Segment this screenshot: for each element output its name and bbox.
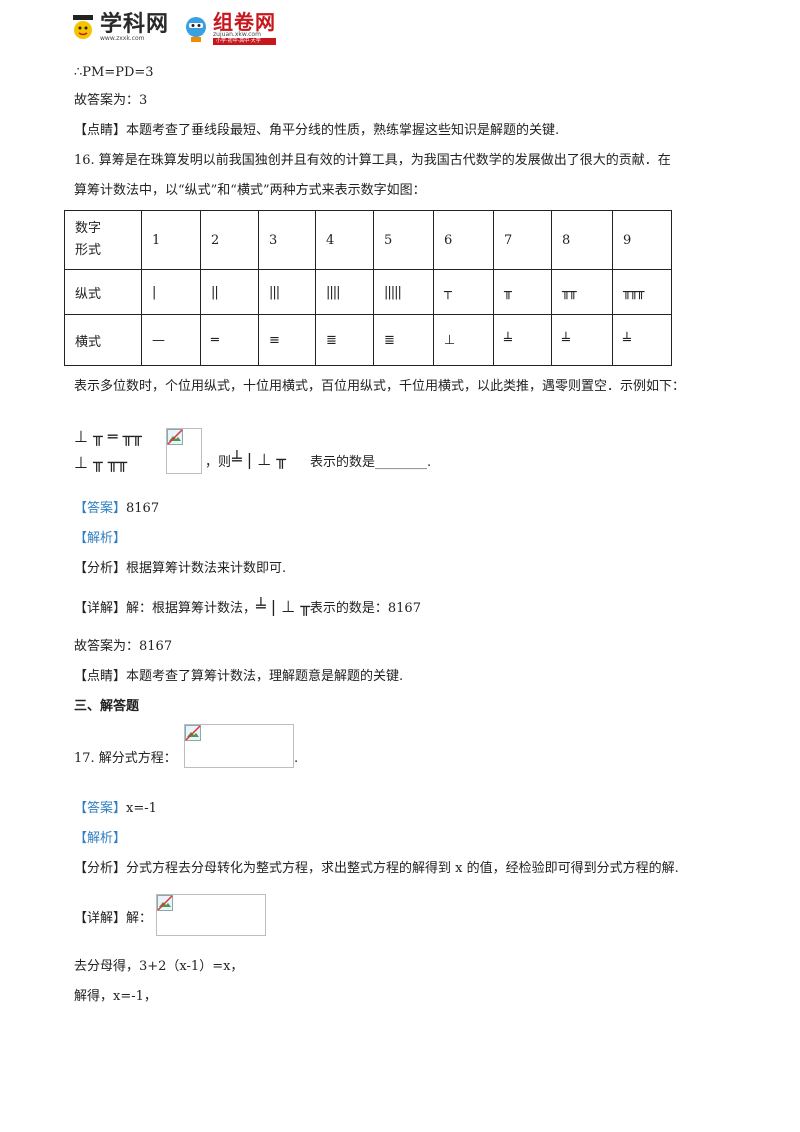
dianjing-text: 本题考查了算筹计数法，理解题意是解题的关键. xyxy=(126,669,404,684)
hengshi-cell: ╧ xyxy=(493,314,552,366)
answer-value: 8167 xyxy=(126,501,160,516)
table-header-cell: 3 xyxy=(258,210,316,270)
answer-15: 故答案为：3 xyxy=(74,93,148,108)
dianjing-15: 【点睛】本题考查了垂线段最短、角平分线的性质，熟练掌握这些知识是解题的关键. xyxy=(74,122,559,140)
xiangjie-text: 解：根据算筹计数法， xyxy=(126,601,257,616)
table-header-cell: 4 xyxy=(315,210,374,270)
xiangjie-16: 【详解】解：根据算筹计数法，╧ | ⊥ ╥表示的数是：8167 xyxy=(74,598,421,618)
hengshi-cell: ≣ xyxy=(315,314,374,366)
table-header-cell: 9 xyxy=(612,210,672,270)
zongshi-cell: ||| xyxy=(258,269,316,315)
hengshi-cell: ╧ xyxy=(551,314,613,366)
fenxi-text: 分式方程去分母转化为整式方程，求出整式方程的解得到 x 的值，经检验即可得到分式… xyxy=(126,861,679,876)
xiangjie-rods: ╧ | ⊥ ╥ xyxy=(256,597,310,616)
q16-example-top: ⊥ ╥ ═ ╥╥ xyxy=(74,427,142,446)
q16-text-1: 16. 算筹是在珠算发明以前我国独创并且有效的计算工具，为我国古代数学的发展做出… xyxy=(74,153,671,168)
zongshi-cell: ||||| xyxy=(373,269,434,315)
dianjing-16: 【点睛】本题考查了算筹计数法，理解题意是解题的关键. xyxy=(74,668,403,686)
zongshi-cell: |||| xyxy=(315,269,374,315)
zxxk-logo-url: www.zxxk.com xyxy=(100,35,145,42)
zxxk-logo-text: 学科网 xyxy=(100,12,170,37)
q16-example-bottom: ⊥ ╥ ╥╥ xyxy=(74,453,128,472)
dianjing-tag: 【点睛】 xyxy=(74,123,127,138)
hengshi-cell: — xyxy=(141,314,201,366)
q16-text-2: 算筹计数法中，以“纵式”和“横式”两种方式来表示数字如图： xyxy=(74,183,426,198)
jiexi-tag-17: 【解析】 xyxy=(74,831,127,846)
answer-17: 【答案】x=-1 xyxy=(74,800,157,818)
xiangjie-result: 表示的数是：8167 xyxy=(309,601,421,616)
table-row-label: 横式 xyxy=(64,314,142,366)
answer-tag: 【答案】 xyxy=(74,501,127,516)
q16-text-3: 表示多位数时，个位用纵式，十位用横式，百位用纵式，千位用横式，以此类推，遇零则置… xyxy=(74,379,686,394)
zujuan-logo-url: zujuan.xkw.com xyxy=(213,30,261,38)
fenxi-text: 根据算筹计数法来计数即可. xyxy=(126,561,287,576)
q17-period: . xyxy=(294,751,299,766)
hengshi-cell: ═ xyxy=(200,314,259,366)
zxxk-logo: 学科网 www.zxxk.com xyxy=(70,13,169,43)
table-row-hengshi: 横式 — ═ ≡ ≣ ≣ ⊥ ╧ ╧ ╧ xyxy=(64,314,672,366)
zongshi-cell: ┬ xyxy=(433,269,494,315)
zujuan-mascot-icon xyxy=(186,17,207,42)
fenxi-tag: 【分析】 xyxy=(74,561,127,576)
zujuan-logo-badge: 小学·初中·高中·大学 xyxy=(213,37,277,45)
zongshi-cell: ╥╥ xyxy=(551,269,613,315)
jiexi-tag-16: 【解析】 xyxy=(74,531,127,546)
step-1: 去分母得，3+2（x-1）=x， xyxy=(74,959,244,974)
fenxi-16: 【分析】根据算筹计数法来计数即可. xyxy=(74,560,286,578)
table-header-cell: 5 xyxy=(373,210,434,270)
q16-question-blank: 表示的数是________. xyxy=(310,455,432,470)
table-row-zongshi: 纵式 | || ||| |||| ||||| ┬ ╥ ╥╥ ╥╥╥ xyxy=(64,269,672,315)
xiangjie-equation-image xyxy=(156,894,266,936)
q17-equation-image xyxy=(184,724,294,768)
q16-then: ，则 xyxy=(205,455,232,470)
broken-image-icon xyxy=(167,429,183,445)
zujuan-logo: 组卷网 zujuan.xkw.com 小学·初中·高中·大学 xyxy=(183,9,277,45)
zongshi-cell: ╥╥╥ xyxy=(612,269,672,315)
hengshi-cell: ╧ xyxy=(612,314,672,366)
xiangjie-tag: 【详解】 xyxy=(74,911,127,926)
broken-image-icon xyxy=(157,895,173,911)
xiangjie-text: 解： xyxy=(126,911,153,926)
pm-conclusion: ∴PM=PD=3 xyxy=(74,65,154,80)
suanchou-table: 数字 形式 1 2 3 4 5 6 7 8 9 纵式 | || ||| ||||… xyxy=(64,210,672,366)
table-header-cell: 1 xyxy=(141,210,201,270)
answer-16: 【答案】8167 xyxy=(74,500,159,518)
hengshi-cell: ≣ xyxy=(373,314,434,366)
hengshi-cell: ≡ xyxy=(258,314,316,366)
zongshi-cell: | xyxy=(141,269,201,315)
zxxk-mascot-icon xyxy=(73,15,93,39)
dianjing-tag: 【点睛】 xyxy=(74,669,127,684)
table-header-cell: 7 xyxy=(493,210,552,270)
step-2: 解得，x=-1， xyxy=(74,989,157,1004)
fenxi-tag: 【分析】 xyxy=(74,861,127,876)
table-header-row: 数字 形式 1 2 3 4 5 6 7 8 9 xyxy=(64,210,672,270)
table-header-cell: 数字 形式 xyxy=(64,210,142,270)
broken-image-icon xyxy=(185,725,201,741)
section-title: 三、解答题 xyxy=(74,699,140,714)
zongshi-cell: || xyxy=(200,269,259,315)
table-row-label: 纵式 xyxy=(64,269,142,315)
table-header-cell: 2 xyxy=(200,210,259,270)
zongshi-cell: ╥ xyxy=(493,269,552,315)
header-logos: 学科网 www.zxxk.com 组卷网 zujuan.xkw.com 小学·初… xyxy=(70,9,277,46)
dianjing-text: 本题考查了垂线段最短、角平分线的性质，熟练掌握这些知识是解题的关键. xyxy=(126,123,560,138)
example-image-placeholder xyxy=(166,428,202,474)
xiangjie-tag: 【详解】 xyxy=(74,601,127,616)
answer-tag: 【答案】 xyxy=(74,801,127,816)
answer-16-conclusion: 故答案为：8167 xyxy=(74,639,173,654)
table-header-cell: 6 xyxy=(433,210,494,270)
hengshi-cell: ⊥ xyxy=(433,314,494,366)
zujuan-logo-text: 组卷网 xyxy=(213,9,277,34)
q16-rod-number: ╧ | ⊥ ╥ xyxy=(232,450,286,469)
xiangjie-17: 【详解】解： xyxy=(74,910,152,928)
q17-text: 17. 解分式方程： xyxy=(74,751,177,766)
answer-value: x=-1 xyxy=(126,801,157,816)
fenxi-17: 【分析】分式方程去分母转化为整式方程，求出整式方程的解得到 x 的值，经检验即可… xyxy=(74,860,679,878)
table-header-cell: 8 xyxy=(551,210,613,270)
